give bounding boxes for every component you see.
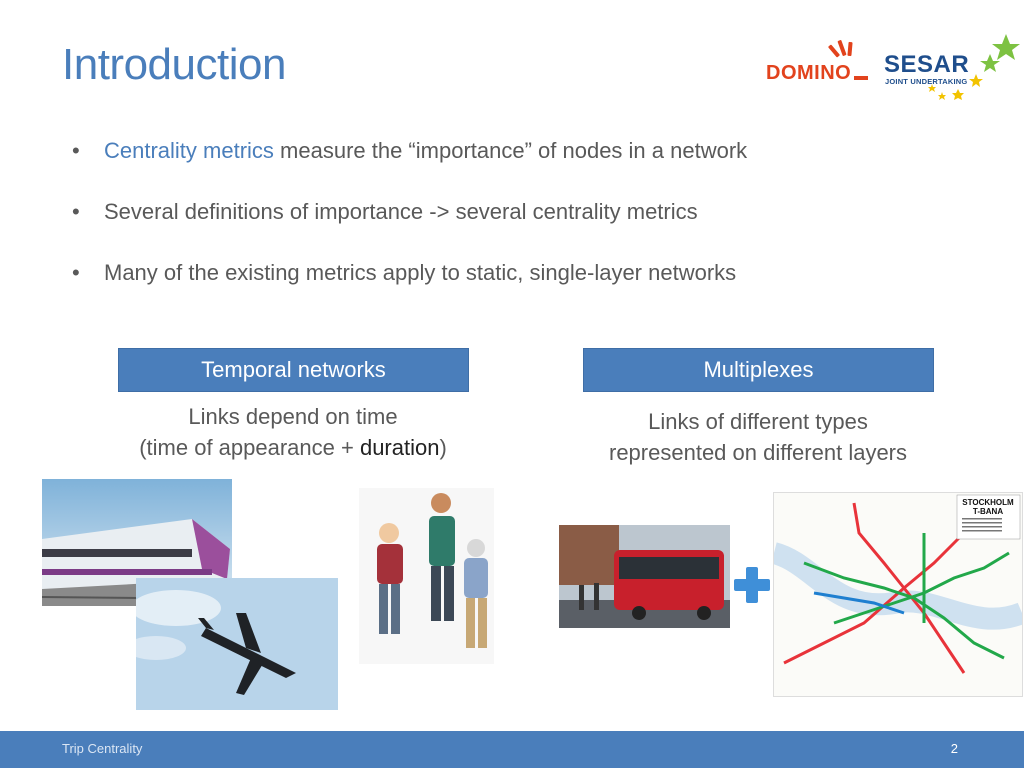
temporal-caption-line2: (time of appearance + duration) <box>100 432 486 463</box>
metro-map-title: STOCKHOLM <box>962 498 1014 507</box>
multiplex-caption-line2: represented on different layers <box>609 440 907 465</box>
bullet-item: Several definitions of importance -> sev… <box>70 196 970 257</box>
domino-dash-icon <box>854 76 868 80</box>
domino-logo-rays-icon <box>828 40 853 58</box>
page-number: 2 <box>950 741 958 756</box>
domino-logo-text: DOMINO <box>766 62 852 84</box>
eu-stars-icon <box>928 34 1020 100</box>
temporal-networks-caption: Links depend on time (time of appearance… <box>100 401 486 463</box>
stockholm-metro-map: STOCKHOLM T-BANA <box>773 492 1023 697</box>
temporal-networks-heading: Temporal networks <box>118 348 469 392</box>
multiplexes-heading: Multiplexes <box>583 348 934 392</box>
footer-bar: Trip Centrality 2 <box>0 731 1024 768</box>
partner-logos: DOMINO SESAR JOINT UNDERTAKING <box>760 34 1020 104</box>
bullet-highlight: Centrality metrics <box>104 138 274 163</box>
bullet-item: Many of the existing metrics apply to st… <box>70 257 970 318</box>
bullet-text: Many of the existing metrics apply to st… <box>104 260 737 285</box>
multiplex-caption-line1: Links of different types <box>648 409 868 434</box>
bullet-list: Centrality metrics measure the “importan… <box>70 135 970 318</box>
people-conversation-image <box>359 488 494 664</box>
plus-icon <box>734 567 770 603</box>
footer-title: Trip Centrality <box>62 741 143 756</box>
bullet-text: Several definitions of importance -> sev… <box>104 199 698 224</box>
metro-map-subtitle: T-BANA <box>973 507 1003 516</box>
slide-title: Introduction <box>62 40 286 89</box>
duration-text: duration <box>359 435 440 460</box>
bus-image <box>559 525 730 628</box>
multiplexes-caption: Links of different types represented on … <box>565 406 951 468</box>
caption-prefix: (time of appearance + <box>139 435 360 460</box>
airplane-image <box>136 578 338 710</box>
bullet-text: measure the “importance” of nodes in a n… <box>273 138 748 163</box>
bullet-item: Centrality metrics measure the “importan… <box>70 135 970 196</box>
temporal-caption-line1: Links depend on time <box>188 404 398 429</box>
sesar-logo-text: SESAR <box>884 51 970 78</box>
caption-suffix: ) <box>439 435 447 460</box>
sesar-logo-subtitle: JOINT UNDERTAKING <box>885 77 968 86</box>
